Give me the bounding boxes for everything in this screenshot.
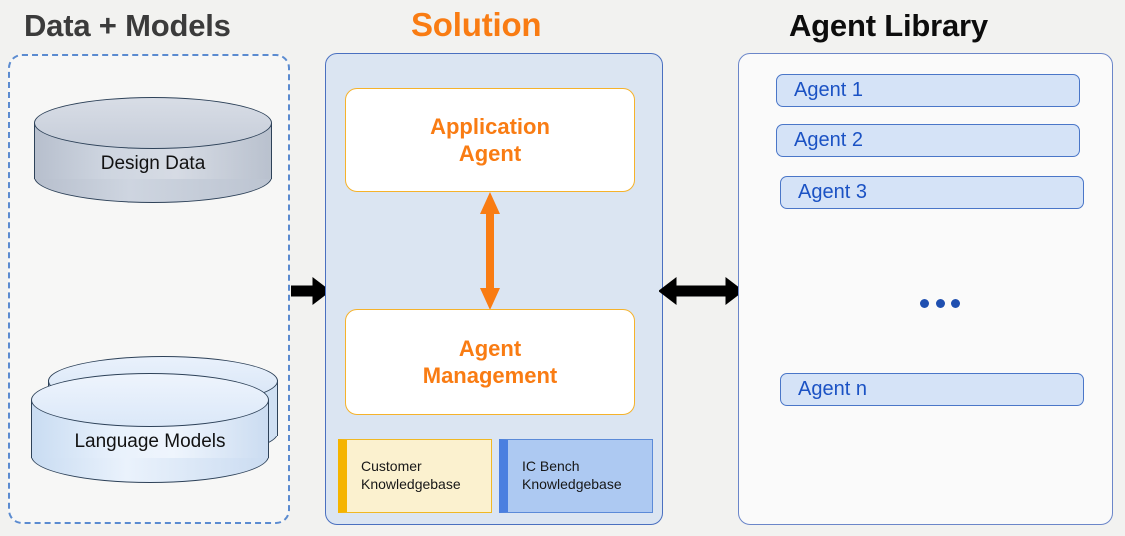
application-agent-card[interactable]: Application Agent xyxy=(345,88,635,192)
agent-label: Agent 1 xyxy=(794,79,863,101)
agent-management-label: Agent Management xyxy=(422,335,558,389)
ellipsis-icon xyxy=(920,296,960,310)
bidirectional-arrow-icon xyxy=(480,192,500,310)
agent-management-card[interactable]: Agent Management xyxy=(345,309,635,415)
agent-list-item-n[interactable]: Agent n xyxy=(780,373,1084,406)
page-title-data-models: Data + Models xyxy=(24,8,231,43)
cylinder-top-ellipse xyxy=(34,97,272,149)
cylinder-top-ellipse xyxy=(31,373,269,427)
design-data-label: Design Data xyxy=(100,153,206,174)
agent-label: Agent n xyxy=(798,378,867,400)
agent-list-item-3[interactable]: Agent 3 xyxy=(780,176,1084,209)
page-title-solution: Solution xyxy=(411,6,542,43)
dot xyxy=(935,298,945,308)
agent-label: Agent 3 xyxy=(798,181,867,203)
agent-list-item-2[interactable]: Agent 2 xyxy=(776,124,1080,157)
language-models-cylinder-icon: Language Models xyxy=(31,373,269,485)
ic-bench-knowledgebase-label: IC Bench Knowledgebase xyxy=(522,458,622,492)
language-models-label: Language Models xyxy=(74,431,226,452)
arrow-data-to-solution-icon xyxy=(291,276,331,306)
page-title-agent-library: Agent Library xyxy=(789,8,988,43)
customer-knowledgebase-box[interactable]: Customer Knowledgebase xyxy=(338,439,492,513)
agent-list-item-1[interactable]: Agent 1 xyxy=(776,74,1080,107)
application-agent-label: Application Agent xyxy=(430,113,550,167)
agent-label: Agent 2 xyxy=(794,129,863,151)
customer-knowledgebase-label: Customer Knowledgebase xyxy=(361,458,461,492)
ic-bench-knowledgebase-box[interactable]: IC Bench Knowledgebase xyxy=(499,439,653,513)
design-data-cylinder-icon: Design Data xyxy=(34,97,272,205)
dot xyxy=(951,298,960,308)
arrow-solution-to-library-icon xyxy=(659,276,743,306)
dot xyxy=(920,298,929,308)
